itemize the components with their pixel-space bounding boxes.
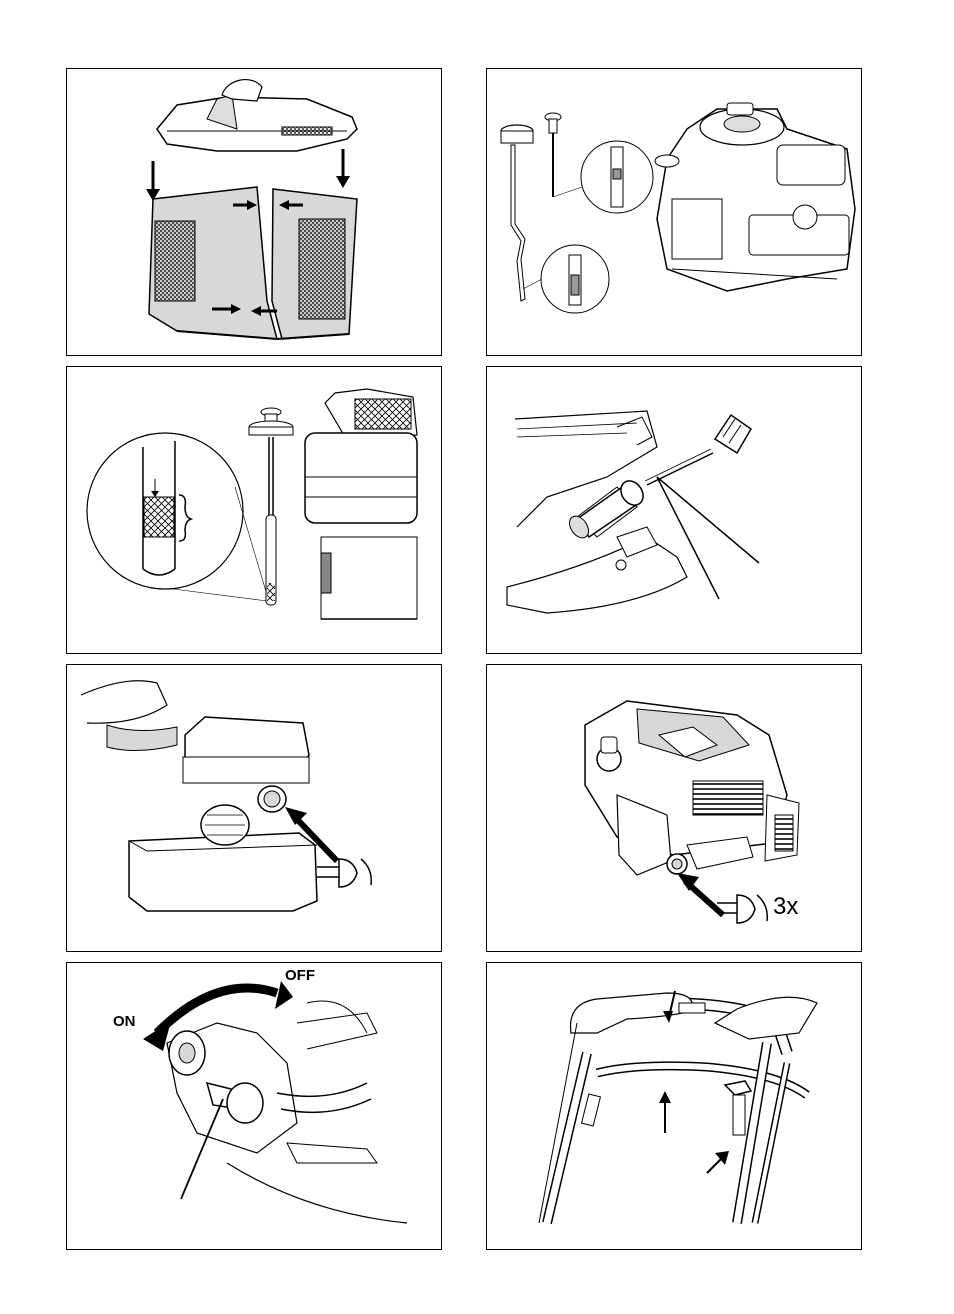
figure-primer-button bbox=[66, 664, 442, 952]
figure-primer-three-times: 3x bbox=[486, 664, 862, 952]
oil-dipstick-illustration bbox=[487, 69, 862, 356]
figure-oil-dipstick bbox=[486, 68, 862, 356]
down-arrow-right-icon bbox=[336, 149, 350, 188]
press-hand-icon bbox=[717, 895, 767, 923]
oil-filler-illustration bbox=[487, 367, 862, 654]
primer-3x-illustration bbox=[487, 665, 862, 952]
pointer-arrow-icon bbox=[659, 991, 729, 1173]
down-arrow-left-icon bbox=[146, 161, 160, 201]
figure-fuel-valve: OFF ON bbox=[66, 962, 442, 1250]
press-count-label: 3x bbox=[773, 893, 798, 921]
figure-oil-level-detail bbox=[66, 366, 442, 654]
valve-on-label: ON bbox=[113, 1013, 136, 1030]
figure-handle-controls bbox=[486, 962, 862, 1250]
valve-off-label: OFF bbox=[285, 967, 315, 984]
oil-level-illustration bbox=[67, 367, 442, 654]
press-hand-icon bbox=[317, 859, 371, 887]
press-arrow-icon bbox=[677, 873, 723, 915]
primer-illustration bbox=[67, 665, 442, 952]
figure-grass-catcher bbox=[66, 68, 442, 356]
fuel-valve-illustration bbox=[67, 963, 442, 1250]
grass-catcher-illustration bbox=[67, 69, 442, 356]
handle-illustration bbox=[487, 963, 862, 1250]
figure-oil-filler bbox=[486, 366, 862, 654]
